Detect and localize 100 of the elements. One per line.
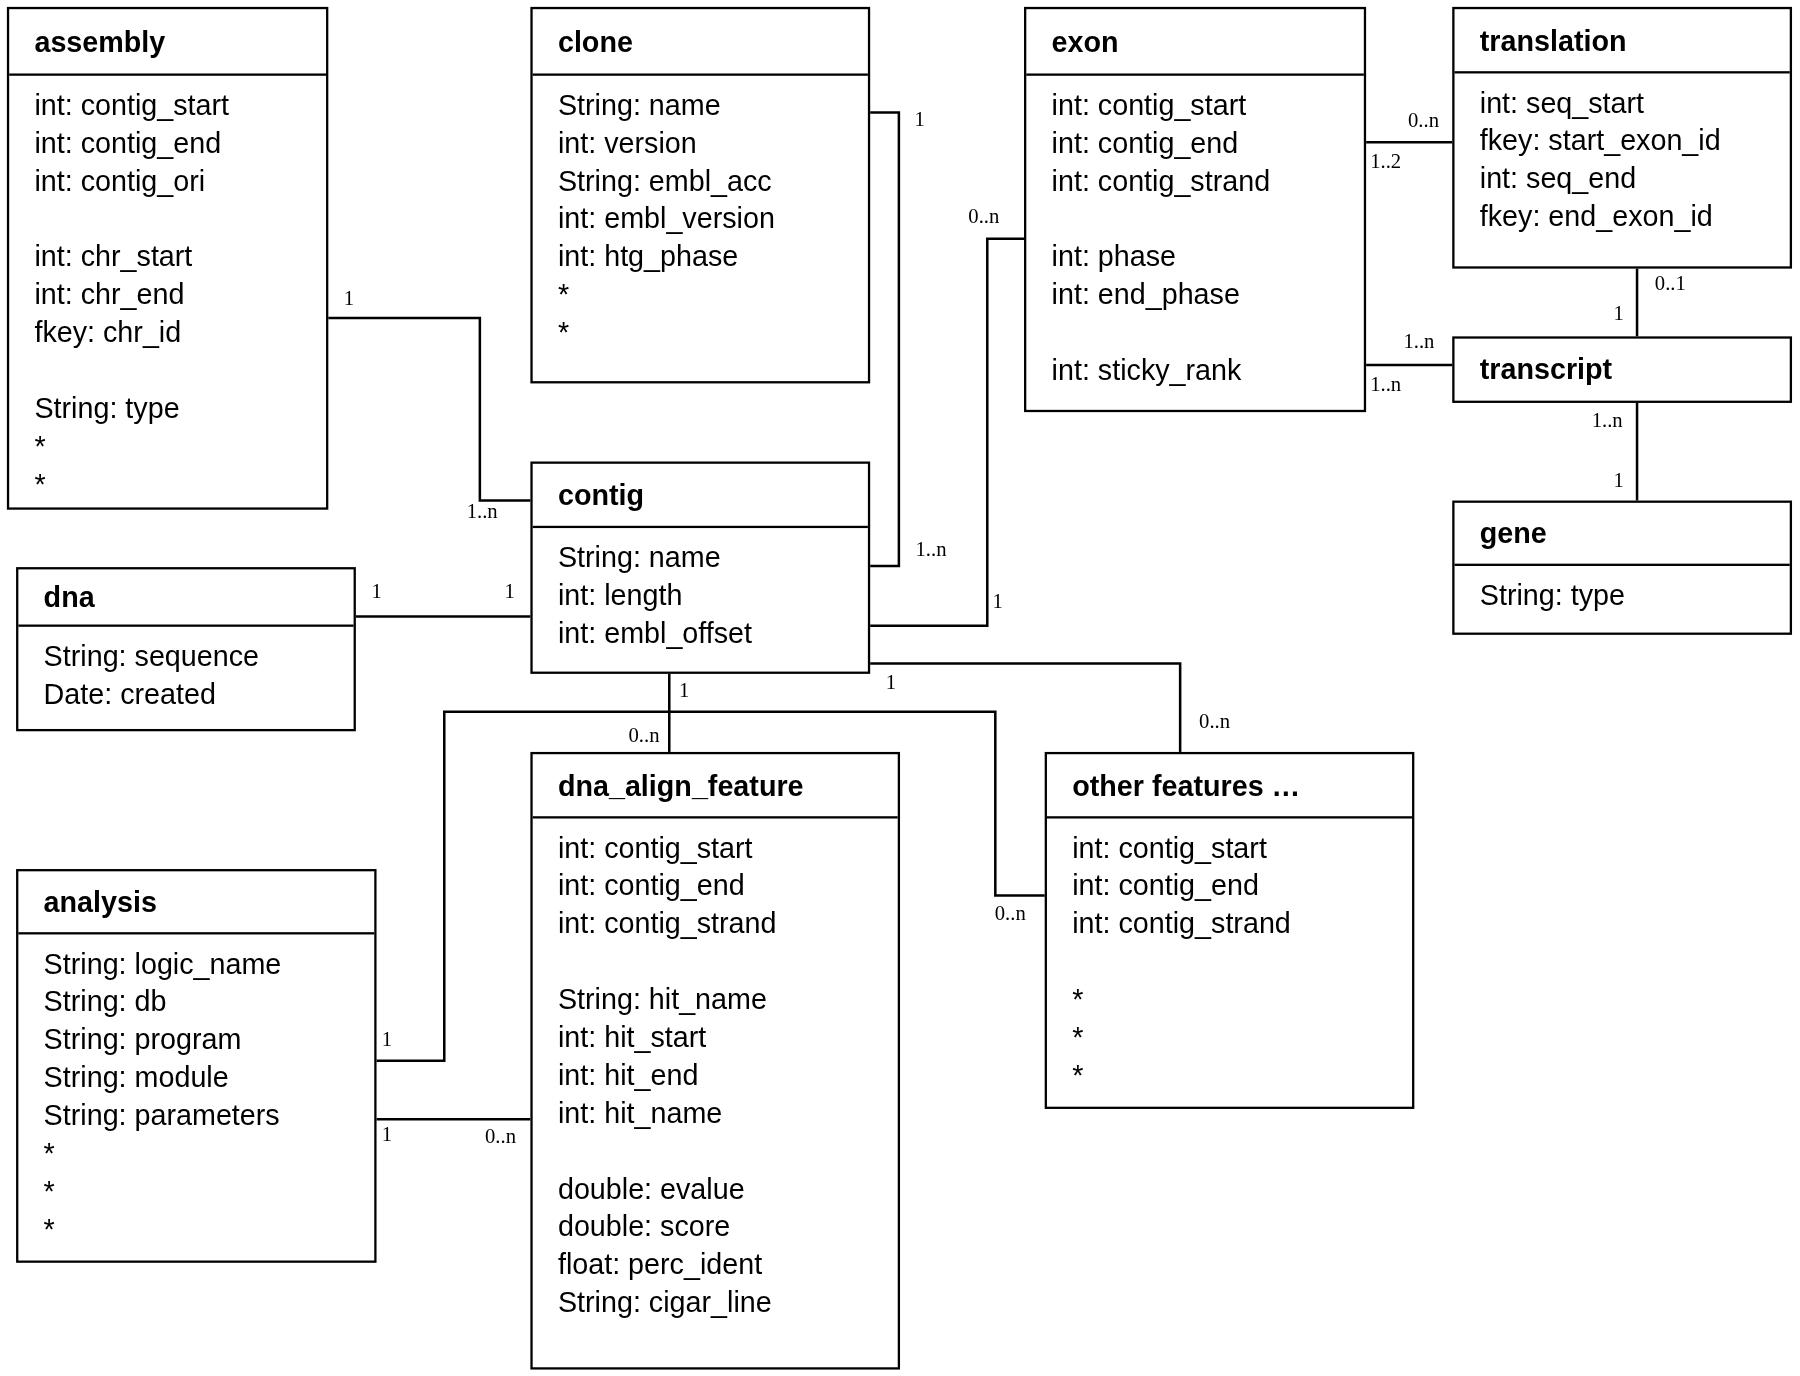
multiplicity-label: 1 — [381, 1027, 393, 1051]
class-box — [6, 6, 329, 510]
attribute-text: int: end_phase — [1051, 276, 1240, 312]
multiplicity-label: 1..n — [466, 499, 498, 523]
attribute-text: int: embl_offset — [557, 615, 753, 650]
attribute-text: String: parameters — [43, 1097, 280, 1132]
attribute-text: fkey: chr_id — [34, 314, 182, 349]
attribute-text: int: sticky_rank — [1051, 352, 1242, 387]
attribute-text: * — [557, 276, 570, 312]
attribute-text: String: name — [557, 87, 721, 122]
attribute-text: int: chr_start — [34, 238, 193, 274]
multiplicity-label: 1..n — [1403, 329, 1435, 353]
multiplicity-label: 1 — [914, 107, 925, 131]
attribute-text: int: contig_start — [557, 830, 753, 865]
class-box — [530, 461, 871, 674]
attribute-text: * — [557, 314, 570, 349]
attribute-text: * — [43, 1173, 55, 1208]
attribute-text: String: cigar_line — [557, 1284, 772, 1320]
attribute-text: int: hit_start — [557, 1019, 707, 1054]
attribute-text: * — [1072, 981, 1084, 1016]
multiplicity-label: 1 — [1613, 301, 1624, 325]
attribute-text: int: contig_end — [1051, 125, 1239, 160]
attribute-text: int: htg_phase — [557, 238, 739, 274]
attribute-text: String: sequence — [43, 638, 259, 673]
attribute-text: int: contig_start — [34, 87, 230, 122]
attribute-text: int: contig_strand — [1072, 905, 1291, 941]
attribute-text: Date: created — [43, 676, 216, 711]
association-line — [375, 1118, 532, 1121]
class-name: assembly — [34, 24, 166, 58]
attribute-text: * — [1072, 1057, 1084, 1092]
multiplicity-label: 0..n — [994, 901, 1026, 925]
class-name: other features … — [1072, 768, 1301, 802]
class-box — [530, 6, 871, 384]
association-line — [869, 111, 901, 568]
multiplicity-label: 1 — [992, 590, 1003, 614]
class-name: translation — [1479, 23, 1627, 57]
class-name: dna_align_feature — [557, 768, 804, 802]
multiplicity-label: 1..2 — [1370, 149, 1402, 173]
attribute-text: int: seq_start — [1479, 85, 1645, 120]
attribute-text: int: contig_ori — [34, 163, 206, 198]
class-name: exon — [1051, 24, 1119, 58]
class-name: analysis — [43, 885, 157, 919]
attribute-text: float: perc_ident — [557, 1246, 763, 1282]
attribute-text: double: score — [557, 1209, 731, 1244]
attribute-text: String: name — [557, 539, 721, 574]
attribute-text: String: program — [43, 1021, 242, 1057]
association-line — [1635, 267, 1639, 338]
attribute-text: double: evalue — [557, 1171, 745, 1206]
multiplicity-label: 1 — [1613, 468, 1624, 492]
association-line — [869, 662, 1182, 754]
attribute-text: int: contig_end — [1072, 868, 1259, 903]
class-box — [1044, 751, 1415, 1109]
multiplicity-label: 1..n — [915, 537, 947, 561]
multiplicity-label: 0..n — [628, 723, 660, 747]
attribute-text: int: hit_end — [557, 1057, 699, 1092]
class-box — [530, 751, 901, 1370]
association-line — [327, 316, 532, 502]
class-box — [1452, 6, 1793, 269]
multiplicity-label: 0..n — [1199, 709, 1231, 733]
attribute-text: String: db — [43, 984, 167, 1019]
attribute-text: * — [1072, 1019, 1084, 1054]
attribute-text: int: contig_start — [1072, 830, 1267, 865]
multiplicity-label: 1 — [343, 287, 355, 310]
attribute-text: int: contig_strand — [557, 905, 777, 941]
attribute-text: int: contig_end — [557, 868, 745, 903]
class-box — [1024, 6, 1367, 413]
attribute-text: int: contig_start — [1051, 87, 1247, 122]
attribute-text: fkey: end_exon_id — [1479, 198, 1713, 234]
multiplicity-label: 1 — [381, 1122, 393, 1146]
attribute-text: fkey: start_exon_id — [1479, 123, 1721, 158]
attribute-text: int: length — [557, 577, 683, 612]
multiplicity-label: 0..n — [1408, 109, 1439, 132]
multiplicity-label: 1 — [885, 670, 896, 694]
attribute-text: * — [43, 1135, 55, 1170]
attribute-text: * — [34, 428, 46, 463]
multiplicity-label: 1..n — [1591, 408, 1623, 432]
attribute-text: * — [43, 1211, 55, 1246]
class-name: dna — [43, 580, 95, 614]
attribute-text: String: logic_name — [43, 946, 282, 981]
class-box — [16, 869, 377, 1263]
class-name: transcript — [1479, 351, 1613, 386]
multiplicity-label: 0..n — [968, 204, 1000, 228]
class-box — [1452, 500, 1793, 635]
multiplicity-label: 1..n — [1370, 373, 1402, 397]
association-line — [1635, 401, 1639, 502]
attribute-text: String: embl_acc — [557, 163, 772, 198]
attribute-text: int: contig_end — [34, 125, 222, 160]
attribute-text: String: type — [34, 390, 180, 425]
attribute-text: int: hit_name — [557, 1095, 723, 1130]
attribute-text: int: phase — [1051, 238, 1177, 274]
multiplicity-label: 1 — [504, 579, 515, 603]
class-name: contig — [557, 478, 645, 512]
class-name: clone — [557, 24, 633, 58]
class-name: gene — [1479, 516, 1547, 550]
class-box — [16, 567, 356, 732]
attribute-text: int: version — [557, 125, 697, 160]
multiplicity-label: 1 — [679, 678, 690, 702]
attribute-text: int: contig_strand — [1051, 163, 1271, 198]
association-line — [668, 672, 671, 754]
multiplicity-label: 0..1 — [1654, 272, 1686, 296]
